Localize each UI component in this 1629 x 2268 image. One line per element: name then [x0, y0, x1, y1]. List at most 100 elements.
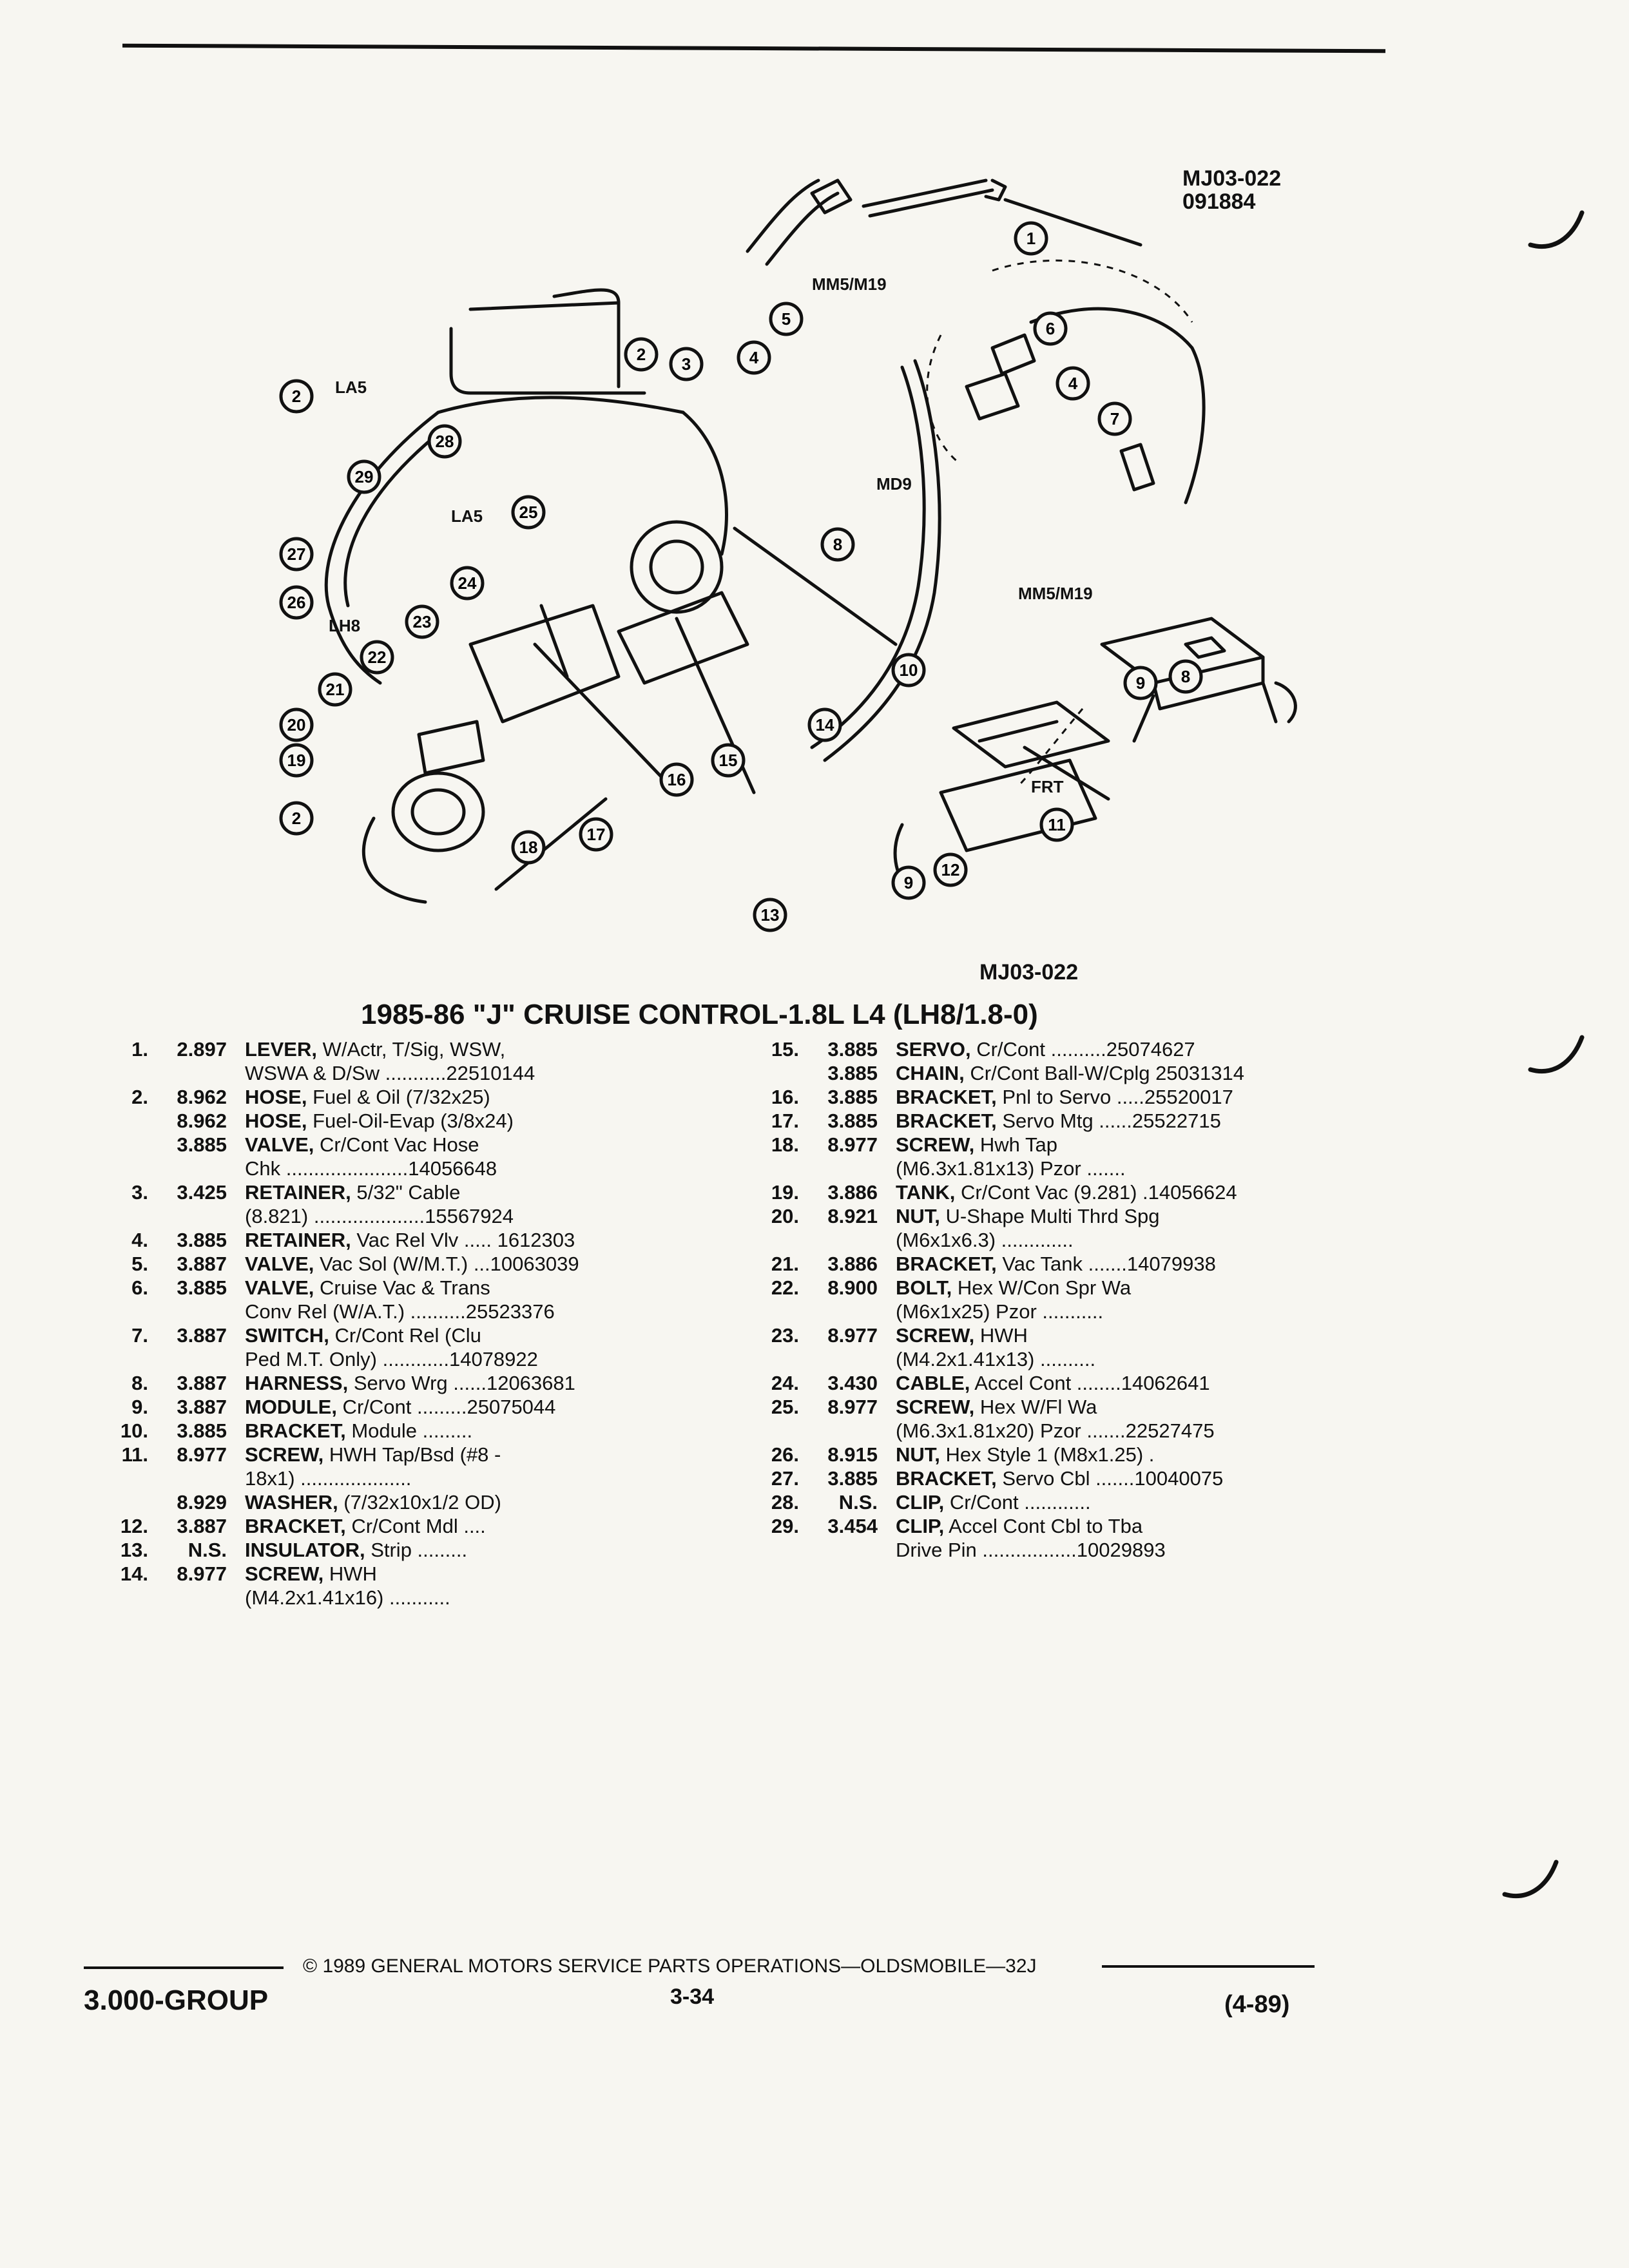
- callout-number: 12: [941, 860, 960, 879]
- callout-number: 23: [413, 612, 432, 631]
- part-description: BRACKET, Servo Mtg ......25522715: [896, 1109, 1366, 1133]
- part-number: 18.: [771, 1133, 799, 1156]
- part-number: [97, 1109, 155, 1133]
- part-description: BRACKET, Pnl to Servo .....25520017: [896, 1085, 1366, 1109]
- part-name: LEVER,: [245, 1038, 317, 1061]
- part-description: CLIP, Cr/Cont ............: [896, 1490, 1366, 1514]
- description-line: SCREW, HWH: [896, 1323, 1366, 1347]
- part-detail: (M6.3x1.81x20) Pzor .......22527475: [896, 1419, 1215, 1442]
- part-name: SWITCH,: [245, 1324, 329, 1347]
- callout-7: 7: [1097, 401, 1132, 436]
- description-line: Chk ......................14056648: [245, 1157, 709, 1180]
- callout-8: 8: [820, 527, 855, 562]
- part-detail: Cr/Cont Vac Hose: [314, 1133, 479, 1156]
- part-description: BOLT, Hex W/Con Spr Wa(M6x1x25) Pzor ...…: [896, 1276, 1366, 1323]
- part-detail: Chk ......................14056648: [245, 1157, 497, 1180]
- part-name: RETAINER,: [245, 1181, 351, 1204]
- callout-number: 1: [1027, 229, 1036, 248]
- part-detail: Fuel & Oil (7/32x25): [307, 1086, 490, 1108]
- part-number: 8.: [131, 1372, 148, 1394]
- part-number: 28.: [771, 1491, 799, 1514]
- part-name: NUT,: [896, 1205, 940, 1227]
- part-detail: (M4.2x1.41x16) ...........: [245, 1586, 450, 1609]
- group-number: 3.454: [827, 1515, 878, 1537]
- part-detail: Cr/Cont .........25075044: [336, 1396, 556, 1418]
- group-number: 3.887: [177, 1324, 227, 1347]
- part-detail: W/Actr, T/Sig, WSW,: [316, 1038, 506, 1061]
- description-line: NUT, U-Shape Multi Thrd Spg: [896, 1204, 1366, 1228]
- callout-2: 2: [624, 337, 659, 372]
- callout-number: 24: [458, 573, 477, 593]
- description-line: VALVE, Vac Sol (W/M.T.) ...10063039: [245, 1252, 709, 1276]
- callout-number: 3: [682, 354, 691, 374]
- footer-rule-right: [1102, 1965, 1315, 1968]
- description-line: SCREW, HWH Tap/Bsd (#8 -: [245, 1443, 709, 1466]
- part-name: MODULE,: [245, 1396, 337, 1418]
- part-detail: Servo Mtg ......25522715: [996, 1110, 1221, 1132]
- description-line: BRACKET, Module .........: [245, 1419, 709, 1443]
- description-line: BRACKET, Cr/Cont Mdl ....: [245, 1514, 709, 1538]
- group-number: 8.915: [827, 1443, 878, 1466]
- callout-13: 13: [753, 898, 787, 932]
- part-detail: Servo Wrg ......12063681: [348, 1372, 575, 1394]
- part-name: CLIP,: [896, 1491, 945, 1514]
- part-name: VALVE,: [245, 1253, 314, 1275]
- callout-number: 8: [1181, 667, 1190, 686]
- footer-group-label: 3.000-GROUP: [84, 1984, 269, 2016]
- callout-number: 11: [1048, 815, 1066, 834]
- part-detail: Pnl to Servo .....25520017: [996, 1086, 1233, 1108]
- callout-2: 2: [279, 801, 314, 836]
- description-line: VALVE, Cr/Cont Vac Hose: [245, 1133, 709, 1157]
- part-detail: Hex W/Fl Wa: [974, 1396, 1097, 1418]
- part-name: VALVE,: [245, 1133, 314, 1156]
- part-number: 19.: [771, 1181, 799, 1204]
- description-line: (M6x1x6.3) .............: [896, 1228, 1366, 1252]
- description-line: WSWA & D/Sw ...........22510144: [245, 1061, 709, 1085]
- part-description: SCREW, HWH(M4.2x1.41x16) ...........: [245, 1562, 709, 1610]
- page-number: 3-34: [670, 1984, 715, 2009]
- part-detail: Fuel-Oil-Evap (3/8x24): [307, 1110, 514, 1132]
- callout-6: 6: [1033, 311, 1068, 346]
- part-name: NUT,: [896, 1443, 940, 1466]
- part-description: HOSE, Fuel-Oil-Evap (3/8x24): [245, 1109, 709, 1133]
- callout-1: 1: [1014, 221, 1048, 256]
- part-detail: Conv Rel (W/A.T.) ..........25523376: [245, 1300, 555, 1323]
- part-description: SCREW, HWH(M4.2x1.41x13) ..........: [896, 1323, 1366, 1371]
- callout-16: 16: [659, 762, 694, 797]
- group-number: 3.887: [177, 1515, 227, 1537]
- part-detail: Hwh Tap: [974, 1133, 1057, 1156]
- callout-number: 17: [587, 825, 606, 844]
- part-detail: Vac Sol (W/M.T.) ...10063039: [314, 1253, 579, 1275]
- callout-number: 4: [749, 348, 759, 367]
- description-line: (M4.2x1.41x13) ..........: [896, 1347, 1366, 1371]
- part-detail: U-Shape Multi Thrd Spg: [940, 1205, 1160, 1227]
- part-detail: Cr/Cont ..........25074627: [970, 1038, 1195, 1061]
- callout-26: 26: [279, 585, 314, 620]
- callout-number: 7: [1110, 409, 1119, 428]
- description-line: (M6.3x1.81x20) Pzor .......22527475: [896, 1419, 1366, 1443]
- description-line: SWITCH, Cr/Cont Rel (Clu: [245, 1323, 709, 1347]
- group-number: 3.886: [827, 1253, 878, 1275]
- description-line: SCREW, HWH: [245, 1562, 709, 1586]
- part-detail: Cr/Cont Vac (9.281) .14056624: [955, 1181, 1237, 1204]
- callout-14: 14: [807, 707, 842, 742]
- group-number: 3.887: [177, 1396, 227, 1418]
- callout-24: 24: [450, 566, 485, 601]
- callout-29: 29: [347, 459, 381, 494]
- part-detail: Ped M.T. Only) ............14078922: [245, 1348, 538, 1370]
- part-number: 9.: [131, 1396, 148, 1418]
- part-number: 25.: [771, 1396, 799, 1418]
- part-description: LEVER, W/Actr, T/Sig, WSW,WSWA & D/Sw ..…: [245, 1037, 709, 1085]
- footer-rule-left: [84, 1966, 284, 1969]
- description-line: HARNESS, Servo Wrg ......12063681: [245, 1371, 709, 1395]
